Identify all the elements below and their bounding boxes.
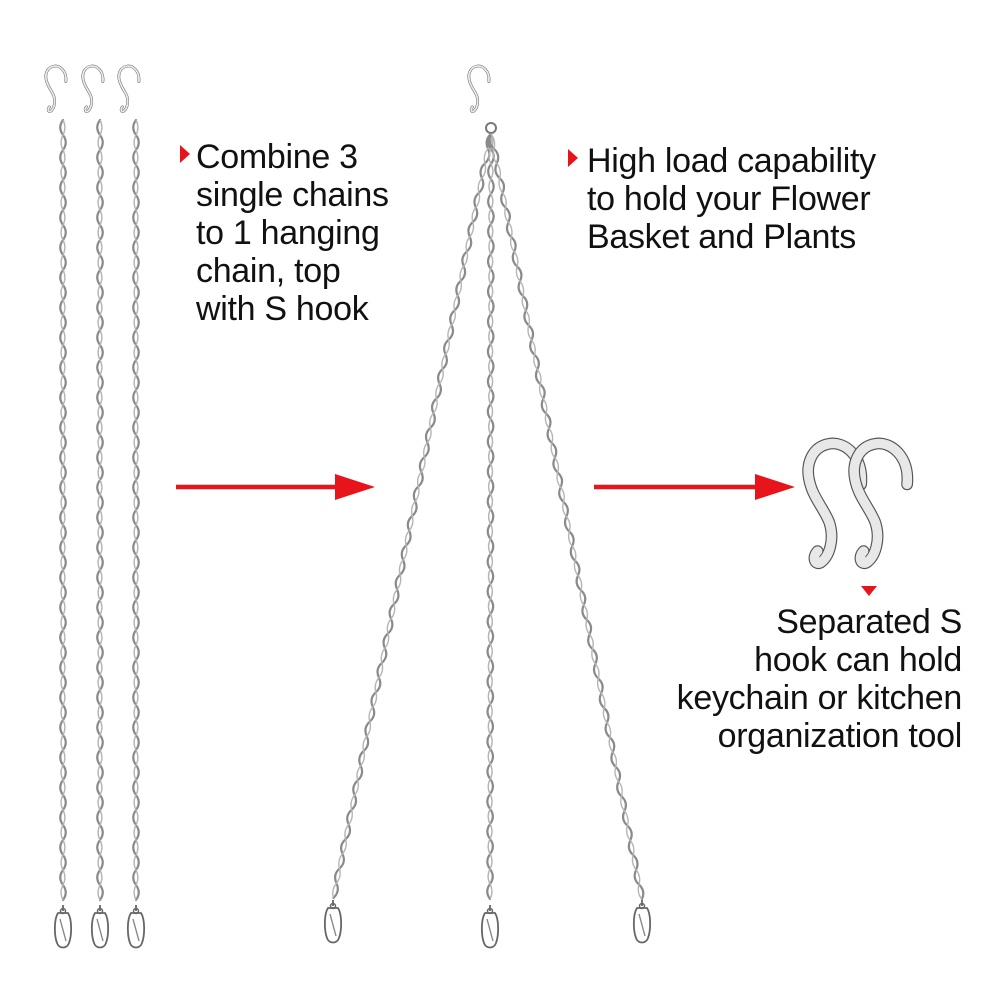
s-hook-icon	[81, 64, 105, 113]
process-arrows	[176, 474, 795, 500]
caption-line: hook can hold	[754, 641, 962, 679]
clip-body	[53, 905, 73, 949]
caption-line: keychain or kitchen	[676, 679, 963, 717]
clip-gate	[329, 913, 337, 937]
clip-body	[90, 905, 110, 949]
chain	[332, 132, 493, 899]
clip-gate	[132, 918, 140, 942]
chain	[96, 118, 104, 902]
s-hook-icon	[848, 437, 914, 570]
clip-ring	[638, 902, 646, 910]
chain-link	[132, 118, 140, 902]
separated-s-hooks	[802, 437, 914, 570]
red-triangle-bullet-icon	[568, 149, 578, 167]
clip-body	[632, 900, 652, 944]
s-hook-icon	[117, 64, 141, 113]
top-ring	[485, 122, 497, 134]
chain-link	[486, 132, 495, 901]
hook-body	[849, 438, 912, 568]
s-hook-icon	[802, 437, 868, 570]
caption-line: chain, top	[196, 252, 341, 290]
chain-link	[332, 132, 493, 899]
chain-link	[487, 133, 494, 900]
caption-line: to 1 hanging	[196, 214, 380, 252]
snap-clip-icon	[126, 905, 146, 949]
clip-ring	[59, 907, 67, 915]
caption-line: Separated S	[776, 603, 962, 641]
caption-line: with S hook	[196, 290, 369, 328]
clip-gate	[59, 918, 67, 942]
snap-clip-icon	[90, 905, 110, 949]
chain	[59, 118, 67, 902]
caption-load: High load capability to hold your Flower…	[587, 142, 876, 256]
chain	[486, 132, 495, 901]
hook-outline	[44, 64, 68, 113]
hook-outline	[467, 64, 491, 113]
hook-body	[803, 438, 866, 568]
combined-hanging-chain	[323, 64, 652, 949]
hook-body	[467, 65, 490, 113]
arrow-head	[335, 474, 375, 500]
chain	[132, 118, 140, 902]
caption-line: single chains	[196, 176, 389, 214]
hook-body	[81, 65, 104, 113]
three-single-chains	[44, 64, 146, 949]
arrow-head	[755, 474, 795, 500]
chain-link	[59, 118, 67, 902]
red-triangle-bullet-icon	[180, 145, 190, 163]
hook-outline	[81, 64, 105, 113]
s-hook-icon	[467, 64, 491, 113]
clip-ring	[329, 902, 337, 910]
caption-line: Basket and Plants	[587, 218, 856, 256]
snap-clip-icon	[632, 900, 652, 944]
chain-link	[332, 133, 493, 899]
clip-gate	[638, 913, 646, 937]
caption-combine: Combine 3 single chains to 1 hanging cha…	[196, 138, 389, 328]
hook-outline	[117, 64, 141, 113]
chain-link	[60, 119, 66, 901]
hook-body	[117, 65, 140, 113]
caption-separated: Separated S hook can hold keychain or ki…	[676, 603, 963, 755]
chain-link	[488, 132, 645, 901]
clip-body	[126, 905, 146, 949]
s-hook-icon	[44, 64, 68, 113]
red-right-arrow-icon	[594, 474, 795, 500]
clip-gate	[96, 918, 104, 942]
chain-link	[133, 119, 139, 901]
clip-ring	[132, 907, 140, 915]
caption-line: to hold your Flower	[587, 180, 871, 218]
chain-link	[96, 118, 104, 902]
snap-clip-icon	[323, 900, 343, 944]
red-right-arrow-icon	[176, 474, 375, 500]
clip-ring	[96, 907, 104, 915]
red-triangle-bullet-icon	[861, 586, 877, 596]
clip-body	[323, 900, 343, 944]
snap-clip-icon	[480, 905, 500, 949]
chain-link	[97, 119, 103, 901]
chain-link	[490, 133, 643, 900]
clip-gate	[486, 918, 494, 942]
caption-line: Combine 3	[196, 138, 358, 176]
clip-ring	[486, 907, 494, 915]
chain	[488, 132, 645, 901]
caption-line: High load capability	[587, 142, 876, 180]
snap-clip-icon	[53, 905, 73, 949]
hook-body	[44, 65, 67, 113]
clip-body	[480, 905, 500, 949]
caption-line: organization tool	[717, 717, 963, 755]
